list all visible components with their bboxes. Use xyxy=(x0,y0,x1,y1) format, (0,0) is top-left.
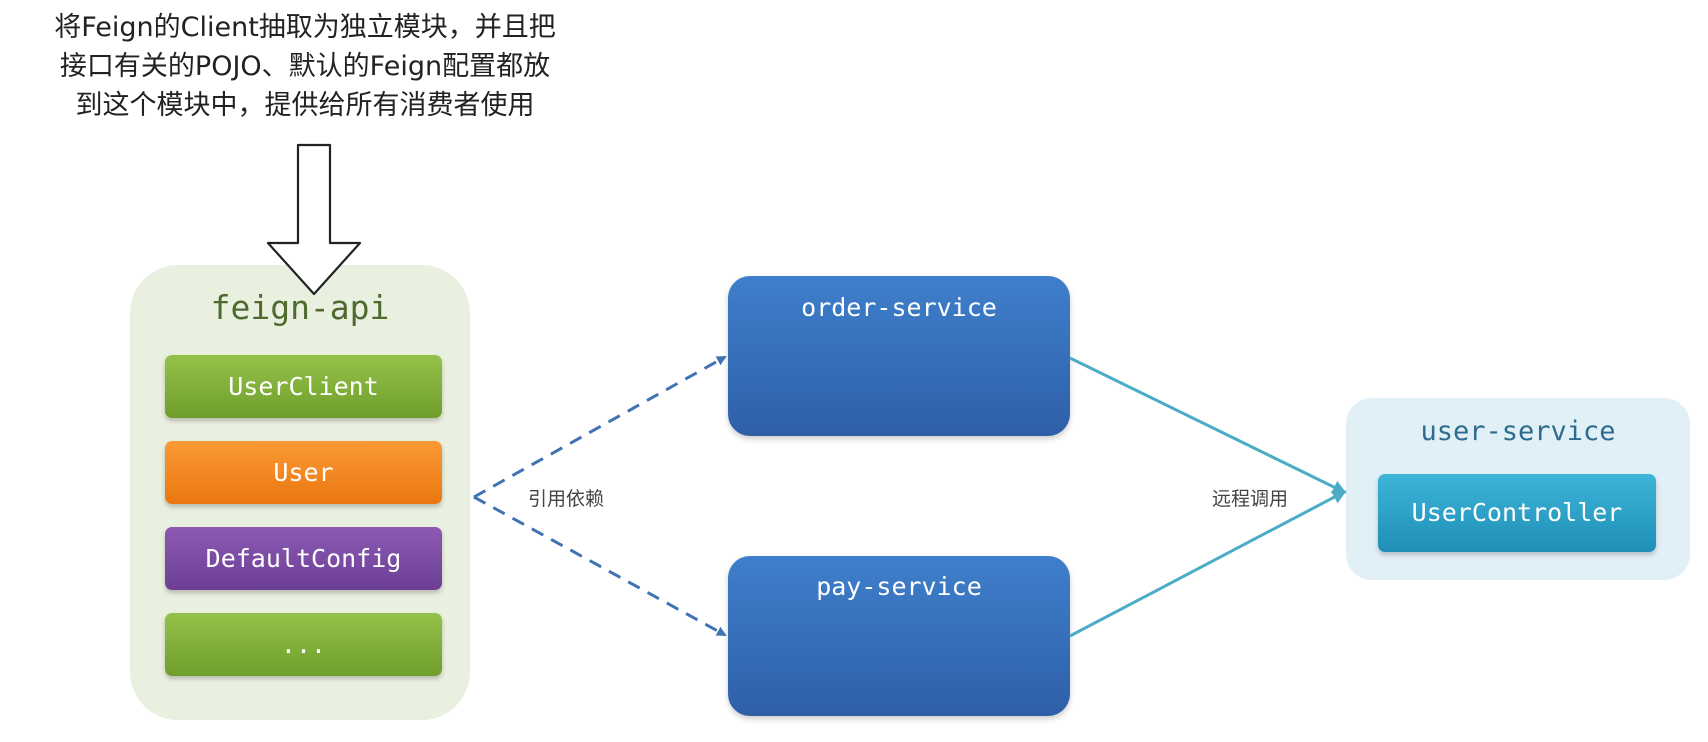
note-line-3: 到这个模块中，提供给所有消费者使用 xyxy=(75,90,535,121)
remote-call-label: 远程调用 xyxy=(1212,488,1289,510)
user-controller-block: UserController xyxy=(1378,474,1656,552)
annotation-note: 将Feign的Client抽取为独立模块，并且把 接口有关的POJO、默认的Fe… xyxy=(0,8,610,125)
user-pojo-block: User xyxy=(165,441,442,504)
pay-service-box xyxy=(728,556,1070,716)
dependency-arrow-pay xyxy=(473,495,727,637)
order-service-box xyxy=(728,276,1070,436)
remote-call-arrow-order xyxy=(1069,356,1347,494)
default-config-block: DefaultConfig xyxy=(165,527,442,590)
user-service-title: user-service xyxy=(1420,416,1616,447)
dependency-arrow-order xyxy=(473,355,727,499)
note-line-1: 将Feign的Client抽取为独立模块，并且把 xyxy=(54,12,556,43)
order-service-label: order-service xyxy=(801,293,997,322)
note-line-2: 接口有关的POJO、默认的Feign配置都放 xyxy=(59,51,551,82)
user-client-block: UserClient xyxy=(165,355,442,418)
down-arrow-icon xyxy=(266,143,362,296)
dependency-label: 引用依赖 xyxy=(528,488,605,510)
more-items-block: ... xyxy=(165,613,442,676)
remote-call-arrow-pay xyxy=(1069,490,1347,638)
feign-api-title: feign-api xyxy=(210,288,390,327)
pay-service-label: pay-service xyxy=(816,572,982,601)
